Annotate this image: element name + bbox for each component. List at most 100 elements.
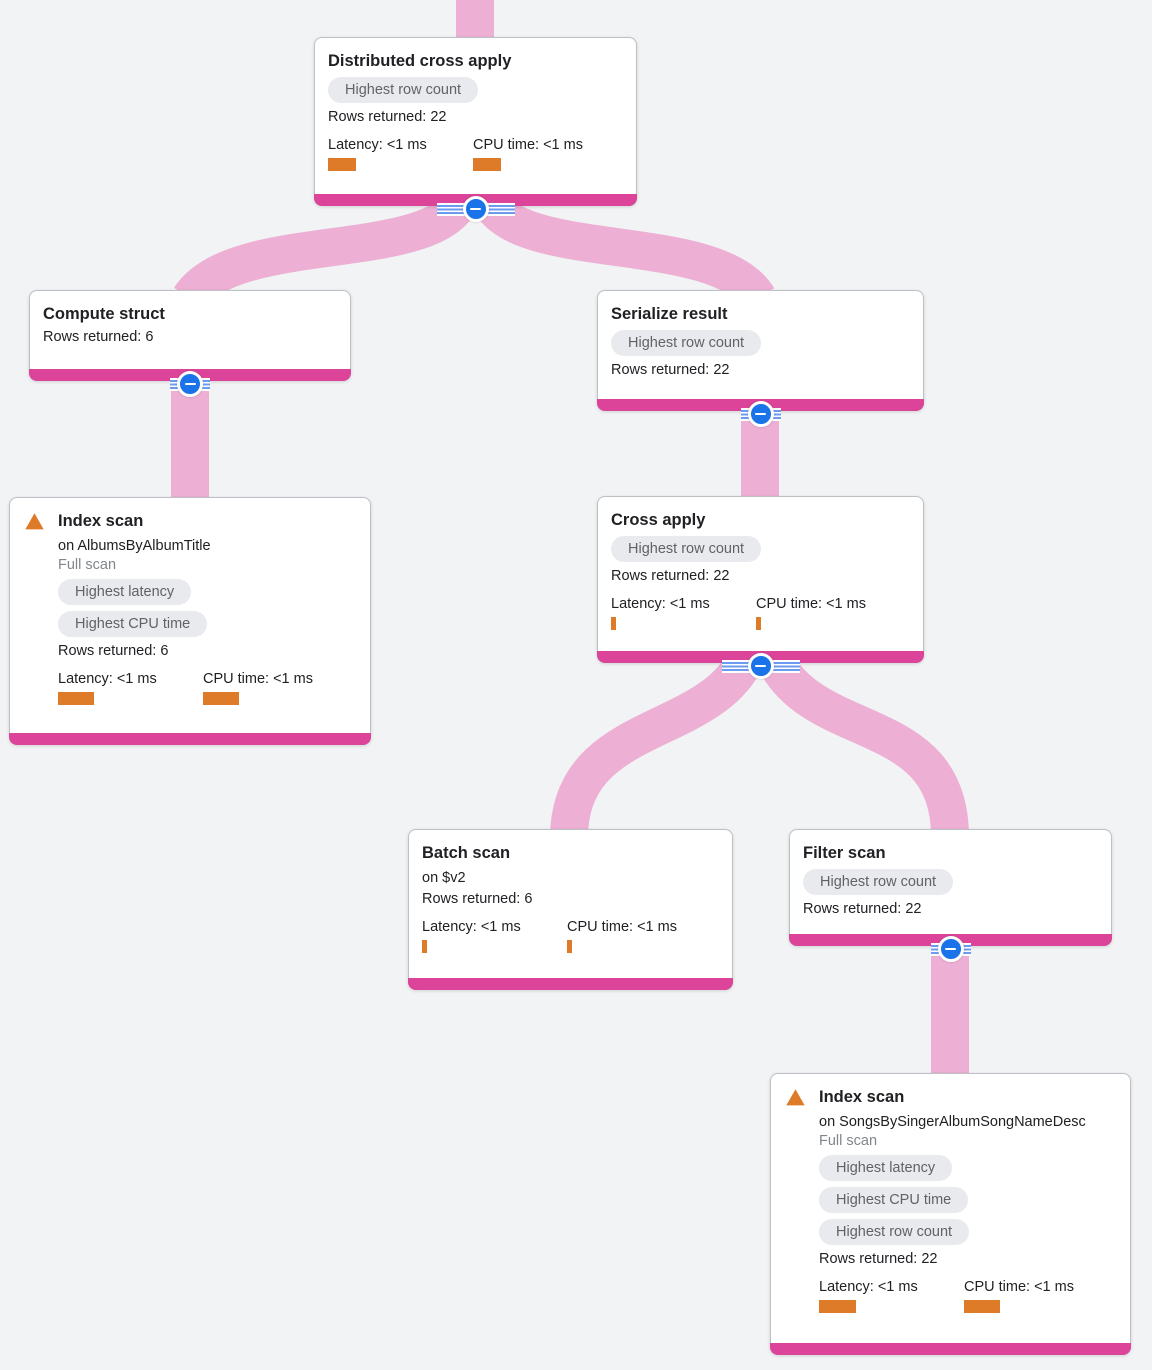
rows-returned: Rows returned: 6 bbox=[422, 891, 533, 907]
cpu-time-label: CPU time: <1 ms bbox=[567, 919, 677, 935]
warning-icon bbox=[785, 1087, 806, 1108]
latency-bar bbox=[328, 158, 356, 171]
node-content: Filter scan Highest row count Rows retur… bbox=[790, 830, 1111, 918]
badge-highest-cpu-time: Highest CPU time bbox=[58, 611, 208, 637]
latency-label: Latency: <1 ms bbox=[58, 671, 157, 687]
node-content: Cross apply Highest row count Rows retur… bbox=[598, 497, 923, 630]
node-footer-bar bbox=[770, 1343, 1131, 1355]
plan-node-filter-scan[interactable]: Filter scan Highest row count Rows retur… bbox=[789, 829, 1112, 962]
rows-returned: Rows returned: 6 bbox=[58, 643, 169, 659]
node-target: on $v2 bbox=[422, 870, 466, 886]
badge-list: Highest row count bbox=[611, 536, 910, 562]
node-footer-bar bbox=[9, 733, 371, 745]
latency-bar bbox=[422, 940, 427, 953]
cpu-time-label: CPU time: <1 ms bbox=[964, 1279, 1074, 1295]
plan-node-distributed-cross-apply[interactable]: Distributed cross apply Highest row coun… bbox=[314, 37, 637, 222]
minus-icon bbox=[462, 196, 489, 222]
rows-returned: Rows returned: 22 bbox=[611, 362, 730, 378]
latency-metric: Latency: <1 ms bbox=[58, 672, 203, 705]
badge-highest-row-count: Highest row count bbox=[611, 536, 762, 562]
badge-list: Highest row count bbox=[803, 869, 1098, 895]
minus-icon bbox=[747, 653, 774, 679]
rows-returned: Rows returned: 6 bbox=[43, 329, 154, 345]
cpu-metric: CPU time: <1 ms bbox=[203, 672, 348, 705]
node-title: Batch scan bbox=[422, 844, 511, 862]
rows-returned: Rows returned: 22 bbox=[611, 568, 730, 584]
latency-bar bbox=[611, 617, 616, 630]
node-target: on SongsBySingerAlbumSongNameDesc bbox=[819, 1114, 1086, 1130]
badge-highest-latency: Highest latency bbox=[819, 1155, 953, 1181]
cpu-time-bar bbox=[567, 940, 572, 953]
node-title: Distributed cross apply bbox=[328, 52, 512, 70]
badge-highest-row-count: Highest row count bbox=[819, 1219, 970, 1245]
minus-icon bbox=[747, 401, 774, 427]
latency-label: Latency: <1 ms bbox=[819, 1279, 918, 1295]
latency-label: Latency: <1 ms bbox=[611, 596, 710, 612]
node-content: Compute struct Rows returned: 6 bbox=[30, 291, 350, 346]
latency-bar bbox=[58, 692, 94, 705]
badge-highest-row-count: Highest row count bbox=[328, 77, 479, 103]
warning-icon bbox=[24, 511, 45, 532]
node-footer-bar bbox=[408, 978, 733, 990]
plan-node-serialize-result[interactable]: Serialize result Highest row count Rows … bbox=[597, 290, 924, 427]
edge-ribbon-distributed-cross-apply-to-compute-struct bbox=[173, 192, 474, 310]
node-title: Index scan bbox=[58, 512, 144, 530]
plan-node-cross-apply[interactable]: Cross apply Highest row count Rows retur… bbox=[597, 496, 924, 679]
cpu-time-label: CPU time: <1 ms bbox=[473, 137, 583, 153]
node-content: Distributed cross apply Highest row coun… bbox=[315, 38, 636, 171]
collapse-button[interactable] bbox=[930, 936, 971, 962]
node-content: Serialize result Highest row count Rows … bbox=[598, 291, 923, 379]
cpu-time-bar bbox=[964, 1300, 1000, 1313]
cpu-time-label: CPU time: <1 ms bbox=[756, 596, 866, 612]
plan-node-compute-struct[interactable]: Compute struct Rows returned: 6 bbox=[29, 290, 351, 397]
node-title: Serialize result bbox=[611, 305, 728, 323]
latency-label: Latency: <1 ms bbox=[422, 919, 521, 935]
collapse-button[interactable] bbox=[721, 653, 800, 679]
node-target: on AlbumsByAlbumTitle bbox=[58, 538, 211, 554]
rows-returned: Rows returned: 22 bbox=[328, 109, 447, 125]
collapse-button[interactable] bbox=[740, 401, 781, 427]
badge-highest-row-count: Highest row count bbox=[803, 869, 954, 895]
metrics-row: Latency: <1 ms CPU time: <1 ms bbox=[58, 672, 357, 705]
metrics-row: Latency: <1 ms CPU time: <1 ms bbox=[328, 138, 623, 171]
latency-metric: Latency: <1 ms bbox=[611, 597, 756, 630]
latency-metric: Latency: <1 ms bbox=[819, 1280, 964, 1313]
cpu-time-label: CPU time: <1 ms bbox=[203, 671, 313, 687]
cpu-time-bar bbox=[203, 692, 239, 705]
badge-list: Highest row count bbox=[328, 77, 623, 103]
cpu-metric: CPU time: <1 ms bbox=[567, 920, 712, 953]
collapse-button[interactable] bbox=[436, 196, 515, 222]
metrics-row: Latency: <1 ms CPU time: <1 ms bbox=[819, 1280, 1117, 1313]
latency-label: Latency: <1 ms bbox=[328, 137, 427, 153]
plan-node-index-scan-songs[interactable]: Index scan on SongsBySingerAlbumSongName… bbox=[770, 1073, 1131, 1355]
cpu-metric: CPU time: <1 ms bbox=[473, 138, 618, 171]
minus-icon bbox=[177, 371, 203, 397]
badge-list: Highest row count bbox=[611, 330, 910, 356]
collapse-button[interactable] bbox=[170, 371, 210, 397]
cpu-metric: CPU time: <1 ms bbox=[964, 1280, 1109, 1313]
edge-ribbon-cross-apply-to-filter-scan bbox=[760, 653, 969, 838]
node-title: Cross apply bbox=[611, 511, 706, 529]
latency-metric: Latency: <1 ms bbox=[422, 920, 567, 953]
node-content: Index scan on SongsBySingerAlbumSongName… bbox=[771, 1074, 1130, 1313]
node-scan-type: Full scan bbox=[819, 1133, 878, 1149]
plan-node-index-scan-albums[interactable]: Index scan on AlbumsByAlbumTitle Full sc… bbox=[9, 497, 371, 745]
rows-returned: Rows returned: 22 bbox=[819, 1251, 938, 1267]
latency-metric: Latency: <1 ms bbox=[328, 138, 473, 171]
metrics-row: Latency: <1 ms CPU time: <1 ms bbox=[611, 597, 910, 630]
badge-highest-cpu-time: Highest CPU time bbox=[819, 1187, 969, 1213]
latency-bar bbox=[819, 1300, 856, 1313]
metrics-row: Latency: <1 ms CPU time: <1 ms bbox=[422, 920, 719, 953]
node-scan-type: Full scan bbox=[58, 557, 117, 573]
plan-node-batch-scan[interactable]: Batch scan on $v2 Rows returned: 6 Laten… bbox=[408, 829, 733, 990]
node-content: Index scan on AlbumsByAlbumTitle Full sc… bbox=[10, 498, 370, 705]
node-title: Filter scan bbox=[803, 844, 886, 862]
node-title: Compute struct bbox=[43, 305, 165, 323]
edge-ribbon-cross-apply-to-batch-scan bbox=[550, 653, 760, 839]
cpu-metric: CPU time: <1 ms bbox=[756, 597, 901, 630]
